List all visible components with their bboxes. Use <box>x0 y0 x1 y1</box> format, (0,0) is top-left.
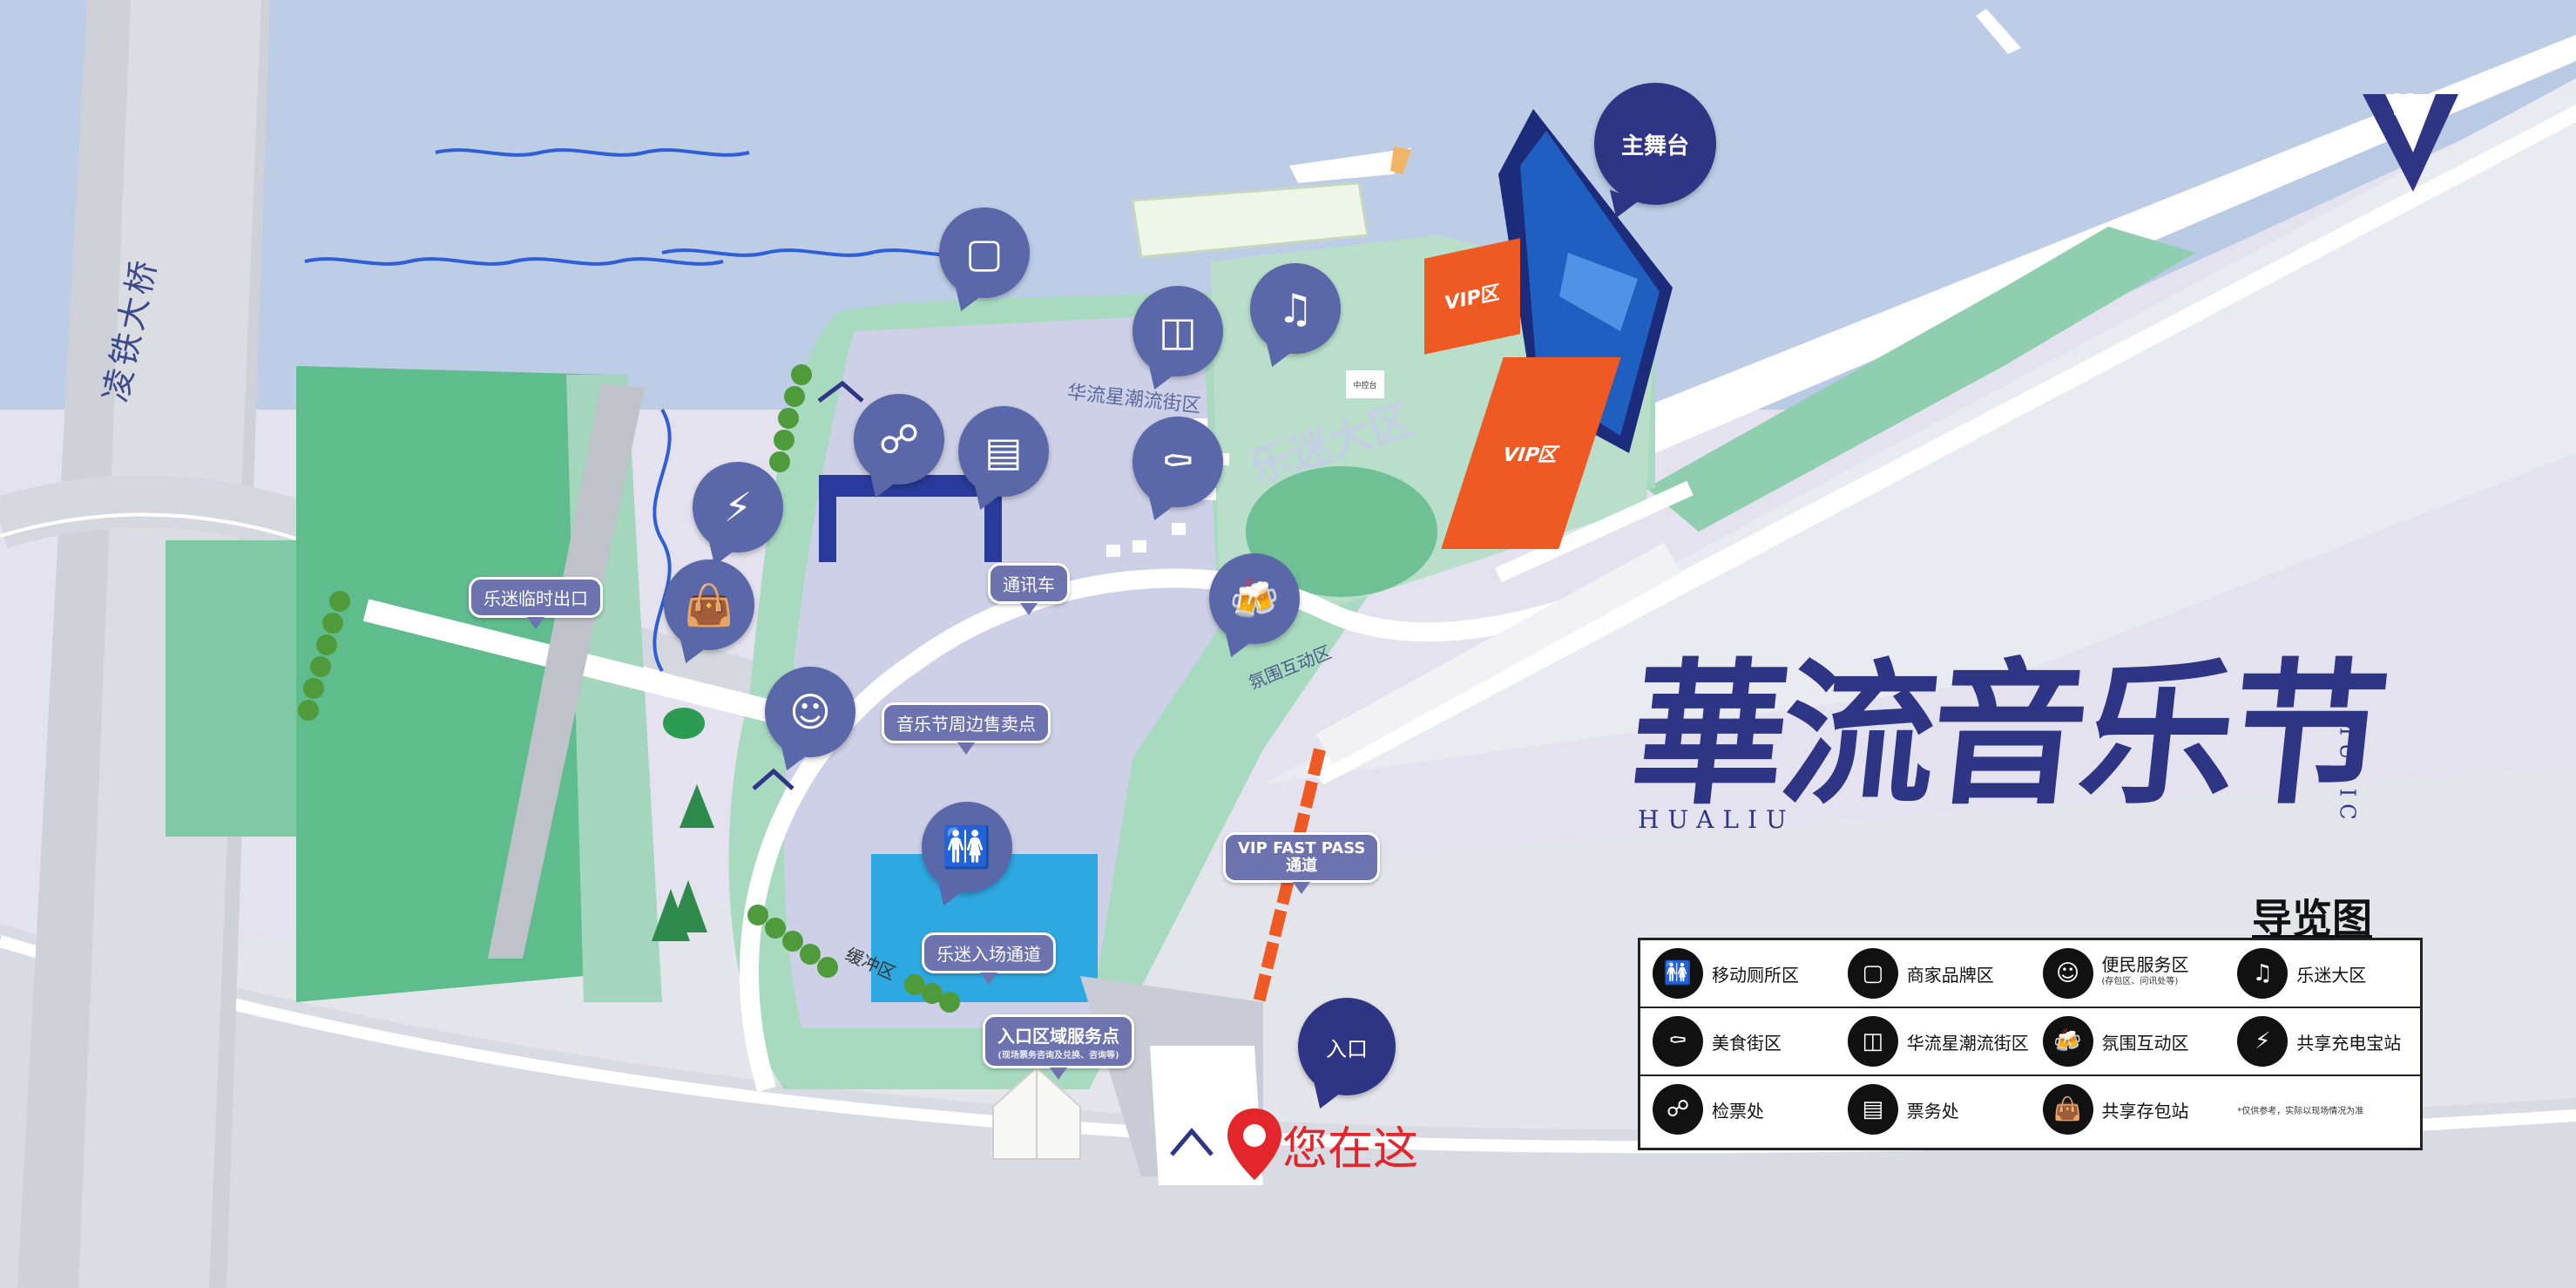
fan-entry-callout[interactable]: 乐迷入场通道 <box>922 932 1056 985</box>
legend-item: ⚰ 美食街区 <box>1640 1008 1836 1074</box>
fan-entry-label: 乐迷入场通道 <box>936 944 1041 965</box>
guide-map-label: 导览图 <box>2252 895 2372 942</box>
vip-zone-upper: VIP区 <box>1424 238 1520 355</box>
cart-icon: ◫ <box>1159 308 1197 355</box>
trend-cart-pin[interactable]: ◫ <box>1132 286 1223 376</box>
vip-pass-label: VIP FAST PASS <box>1238 839 1366 858</box>
legend-item: ◫ 华流星潮流街区 <box>1836 1008 2031 1074</box>
legend-item: ☍ 检票处 <box>1640 1076 1836 1142</box>
music-note-icon: ♫ <box>1277 285 1314 332</box>
music-pin[interactable]: ♫ <box>1250 263 1341 354</box>
legend-item: ☺ 便民服务区 (存包区、问讯处等) <box>2031 940 2226 1007</box>
service-point-sublabel: (现场票务咨询及兑换、咨询等) <box>997 1051 1119 1061</box>
legend-item: ♫ 乐迷大区 <box>2225 940 2420 1007</box>
service-icon: ☺ <box>2042 948 2093 999</box>
main-stage-label: 主舞台 <box>1620 132 1689 159</box>
legend-label: 共享存包站 <box>2101 1100 2189 1122</box>
legend-label: 乐迷大区 <box>2296 964 2367 986</box>
legend-row: ⚰ 美食街区 ◫ 华流星潮流街区 🍻 氛围互动区 ⚡ 共享充电宝站 <box>1640 1008 2420 1076</box>
shop-pin[interactable]: ▢ <box>939 207 1030 298</box>
legend-item: ▤ 票务处 <box>1836 1076 2031 1142</box>
entrance-label: 入口 <box>1326 1036 1368 1061</box>
food-pin[interactable]: ⚰ <box>1132 417 1223 507</box>
merch-label: 音乐节周边售卖点 <box>896 714 1036 735</box>
legend-item: 👜 共享存包站 <box>2031 1076 2226 1142</box>
legend-label: 便民服务区 <box>2101 954 2189 975</box>
legend-item: 🍻 氛围互动区 <box>2031 1008 2226 1074</box>
service-icon: ☺ <box>789 688 831 736</box>
legend-label: 氛围互动区 <box>2101 1032 2189 1054</box>
location-pin-icon <box>1227 1108 1281 1180</box>
legend-label: 移动厕所区 <box>1712 964 1799 986</box>
legend-item: ▢ 商家品牌区 <box>1836 940 2031 1007</box>
fan-exit-callout[interactable]: 乐迷临时出口 <box>469 577 603 629</box>
title-latin-right: MUSIC <box>2335 714 2360 827</box>
vip-pass-sublabel: 通道 <box>1286 857 1318 875</box>
ticket-check-pin[interactable]: ☍ <box>854 394 944 485</box>
cheers-icon: 🍻 <box>2042 1016 2093 1067</box>
legend-label: 检票处 <box>1712 1100 1764 1122</box>
you-are-here-label: 您在这 <box>1282 1123 1419 1176</box>
toilet-icon: 🚻 <box>1653 948 1703 999</box>
ticket-icon: ▤ <box>1847 1084 1898 1135</box>
you-are-here-marker <box>1224 1107 1285 1182</box>
legend-label: 商家品牌区 <box>1906 964 1994 986</box>
service-point-callout[interactable]: 入口区域服务点 (现场票务咨询及兑换、咨询等) <box>983 1014 1134 1080</box>
north-arrow-icon: N <box>2391 85 2417 120</box>
battery-icon: ⚡ <box>2237 1016 2289 1067</box>
legend-label: 票务处 <box>1906 1100 1959 1122</box>
legend-sublabel: (存包区、问讯处等) <box>2101 977 2179 986</box>
comm-car-callout[interactable]: 通讯车 <box>988 563 1070 615</box>
legend-label: 共享充电宝站 <box>2296 1032 2402 1054</box>
ticket-check-icon: ☍ <box>1653 1084 1703 1135</box>
legend-item: 🚻 移动厕所区 <box>1640 940 1836 1007</box>
legend-row: 🚻 移动厕所区 ▢ 商家品牌区 ☺ 便民服务区 (存包区、问讯处等) ♫ 乐迷大区 <box>1640 940 2420 1008</box>
service-pin[interactable]: ☺ <box>765 667 855 757</box>
ticket-icon: ▤ <box>984 428 1023 475</box>
legend-label: 美食街区 <box>1712 1032 1782 1054</box>
festival-title: 華流音乐节 <box>1622 643 2391 825</box>
toilet-icon: 🚻 <box>942 823 992 871</box>
charging-pin[interactable]: ⚡ <box>693 462 783 552</box>
legend-note: *仅供参考，实际以现场情况为准 <box>2225 1076 2420 1142</box>
ticket-office-pin[interactable]: ▤ <box>958 406 1049 497</box>
cart-icon: ◫ <box>1847 1016 1898 1067</box>
atmosphere-pin[interactable]: 🍻 <box>1209 553 1300 644</box>
comm-car-label: 通讯车 <box>1003 574 1055 595</box>
title-latin-left: HUALIU <box>1638 805 1795 834</box>
bag-icon: 👜 <box>2042 1084 2093 1135</box>
shop-icon: ▢ <box>965 229 1004 276</box>
service-point-label: 入口区域服务点 <box>997 1026 1119 1047</box>
cheers-icon: 🍻 <box>1229 574 1280 622</box>
legend-item: ⚡ 共享充电宝站 <box>2225 1008 2420 1074</box>
legend-disclaimer: *仅供参考，实际以现场情况为准 <box>2237 1106 2364 1116</box>
legend-label: 华流星潮流街区 <box>1906 1032 2029 1054</box>
merch-callout[interactable]: 音乐节周边售卖点 <box>882 702 1051 755</box>
fan-exit-label: 乐迷临时出口 <box>483 588 588 609</box>
ticket-check-icon: ☍ <box>878 416 920 463</box>
vip-pass-callout[interactable]: VIP FAST PASS 通道 <box>1223 832 1381 894</box>
music-note-icon: ♫ <box>2237 948 2289 999</box>
mixer-booth: 中控台 <box>1346 370 1384 398</box>
legend: 🚻 移动厕所区 ▢ 商家品牌区 ☺ 便民服务区 (存包区、问讯处等) ♫ 乐迷大区 ⚰ 美食… <box>1638 938 2423 1150</box>
toilet-pin[interactable]: 🚻 <box>922 802 1012 892</box>
food-icon: ⚰ <box>1653 1016 1703 1067</box>
shop-icon: ▢ <box>1847 948 1898 999</box>
battery-icon: ⚡ <box>723 484 753 531</box>
legend-row: ☍ 检票处 ▤ 票务处 👜 共享存包站 *仅供参考，实际以现场情况为准 <box>1640 1076 2420 1142</box>
main-stage-pin[interactable]: 主舞台 <box>1594 83 1716 205</box>
locker-pin[interactable]: 👜 <box>664 559 754 650</box>
bag-icon: 👜 <box>684 580 734 628</box>
food-icon: ⚰ <box>1160 438 1195 485</box>
entrance-pin[interactable]: 入口 <box>1298 998 1396 1095</box>
